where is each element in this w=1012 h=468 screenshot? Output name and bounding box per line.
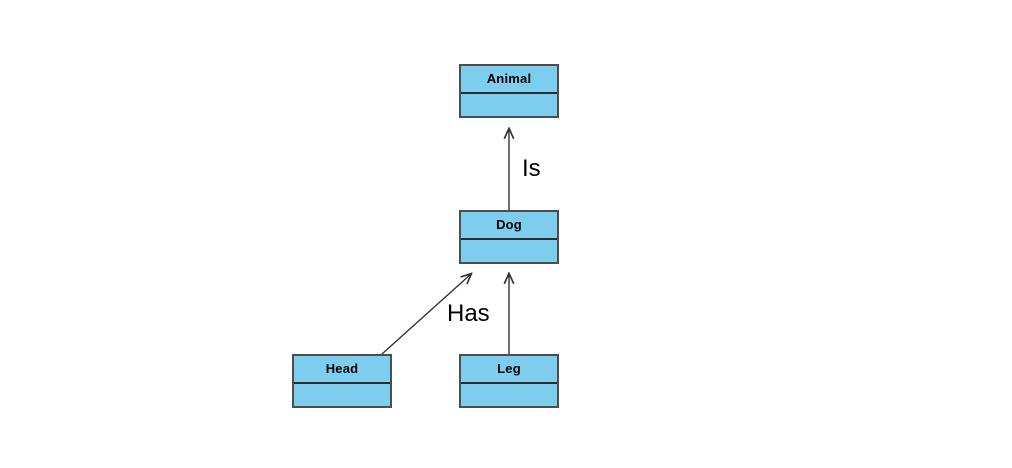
node-dog-body (461, 240, 557, 262)
node-animal-title: Animal (461, 66, 557, 94)
node-dog-title: Dog (461, 212, 557, 240)
node-dog[interactable]: Dog (459, 210, 559, 264)
node-leg-body (461, 384, 557, 406)
node-animal[interactable]: Animal (459, 64, 559, 118)
edge-label-is: Is (522, 155, 541, 182)
node-head[interactable]: Head (292, 354, 392, 408)
edge-label-has: Has (447, 300, 490, 327)
node-leg-title: Leg (461, 356, 557, 384)
node-head-title: Head (294, 356, 390, 384)
node-head-body (294, 384, 390, 406)
node-leg[interactable]: Leg (459, 354, 559, 408)
node-animal-body (461, 94, 557, 116)
